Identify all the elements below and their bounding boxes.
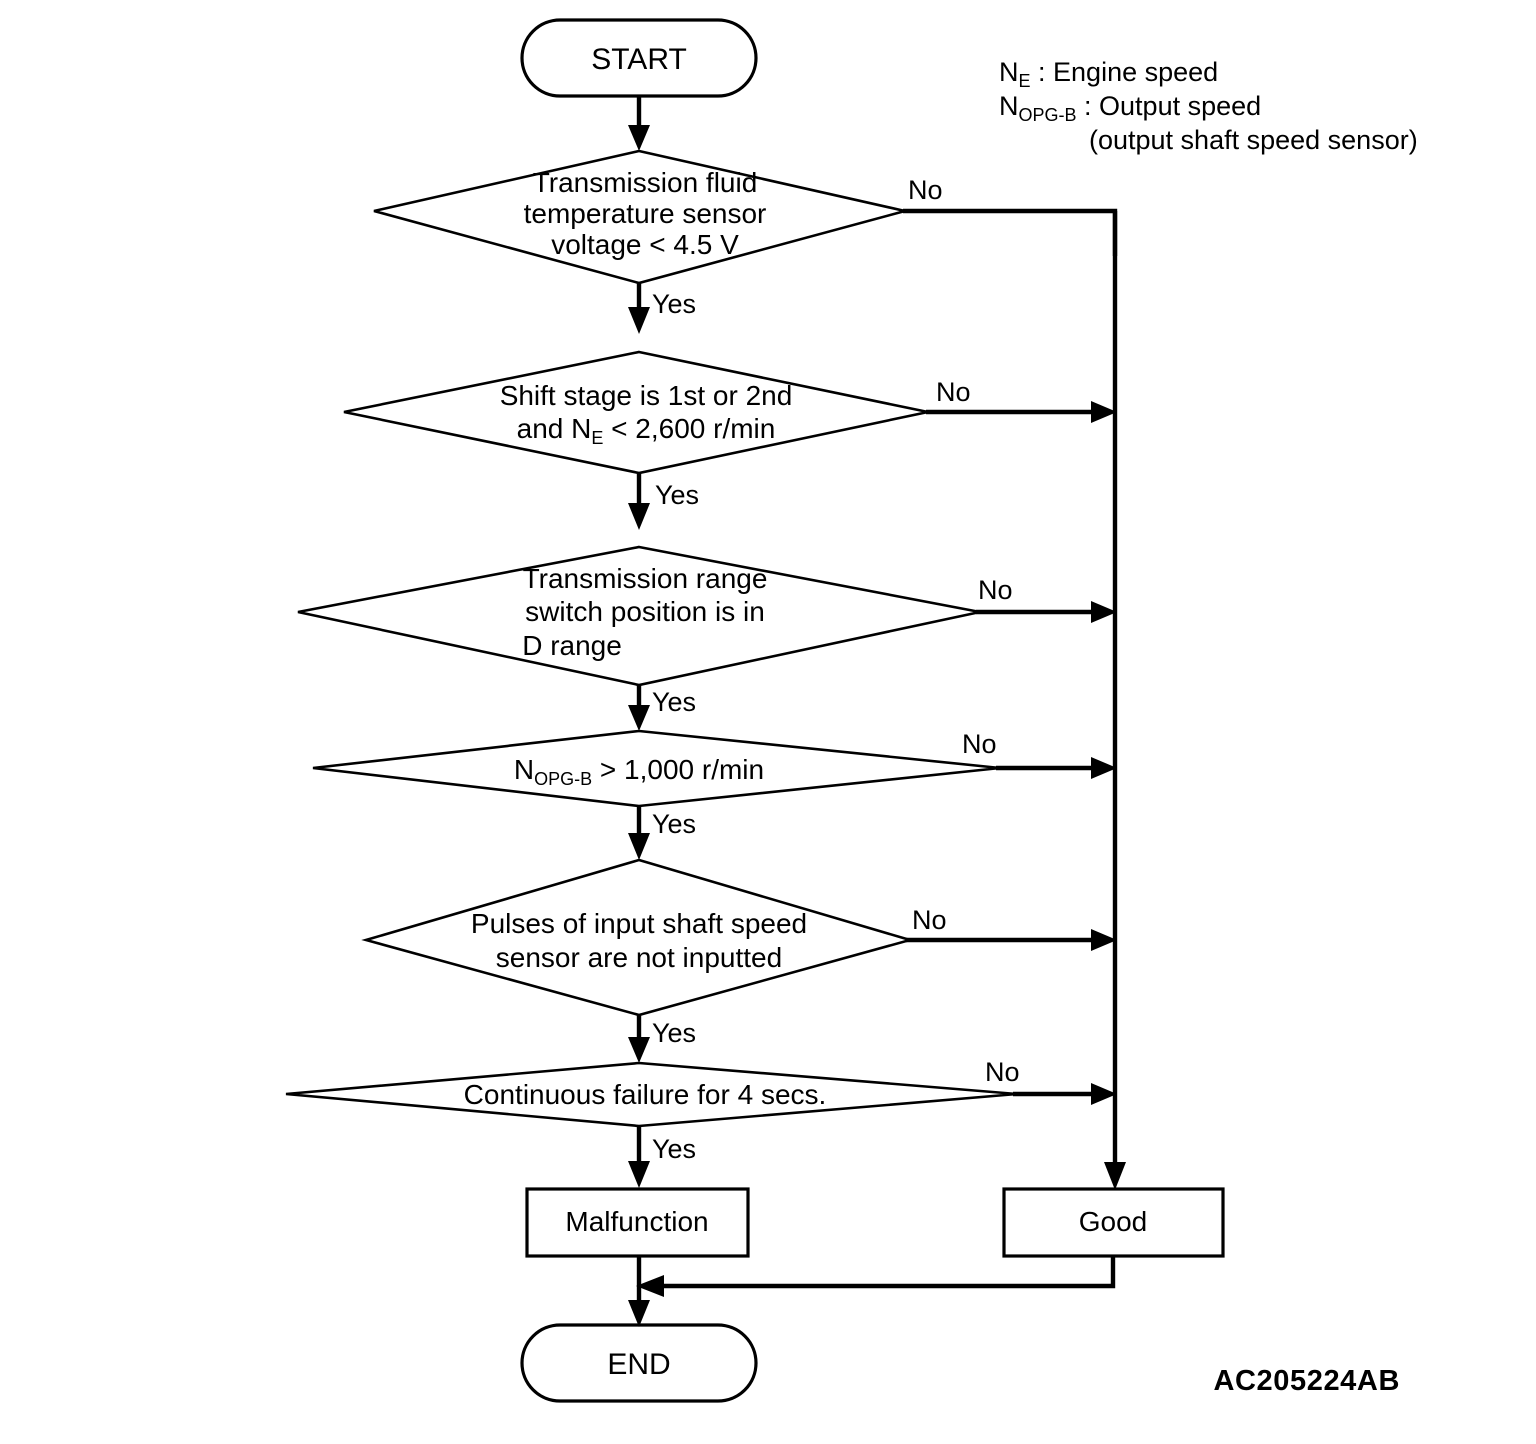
decision-1-line-1: Transmission fluid xyxy=(533,167,758,198)
decision-6-line-1: Continuous failure for 4 secs. xyxy=(464,1079,827,1110)
connector-no-bus-to-good xyxy=(1104,211,1126,1190)
decision-1-line-3: voltage < 4.5 V xyxy=(551,229,739,260)
legend: NE : Engine speed NOPG-B : Output speed … xyxy=(999,57,1418,155)
decision-1-no-label: No xyxy=(908,175,943,205)
decision-3-line-2: switch position is in xyxy=(525,596,765,627)
connector-d6-to-malfunction xyxy=(628,1126,650,1188)
connector-d3-to-d4 xyxy=(628,685,650,731)
node-good-label: Good xyxy=(1079,1206,1148,1237)
connector-malfunction-to-end xyxy=(628,1256,650,1327)
decision-1-yes-label: Yes xyxy=(652,289,696,319)
decision-4-yes-label: Yes xyxy=(652,809,696,839)
node-start[interactable]: START xyxy=(520,18,758,98)
decision-6-no-label: No xyxy=(985,1057,1020,1087)
figure-id: AC205224AB xyxy=(1213,1365,1400,1397)
connector-d3-no xyxy=(976,601,1117,623)
decision-3-yes-label: Yes xyxy=(652,687,696,717)
connector-good-to-end-join xyxy=(636,1256,1116,1297)
decision-5-line-1: Pulses of input shaft speed xyxy=(471,908,807,939)
connector-d1-to-d2 xyxy=(628,283,650,334)
node-start-label: START xyxy=(591,43,687,76)
decision-6-yes-label: Yes xyxy=(652,1134,696,1164)
node-decision-5[interactable]: Pulses of input shaft speed sensor are n… xyxy=(361,858,915,1017)
decision-5-no-label: No xyxy=(912,905,947,935)
connector-start-to-d1 xyxy=(628,96,650,151)
decision-2-line-1: Shift stage is 1st or 2nd xyxy=(500,380,793,411)
node-good[interactable]: Good xyxy=(1002,1187,1225,1258)
node-decision-6[interactable]: Continuous failure for 4 secs. xyxy=(285,1061,1018,1128)
connector-d5-to-d6 xyxy=(628,1015,650,1063)
connector-d4-to-d5 xyxy=(628,806,650,860)
decision-1-line-2: temperature sensor xyxy=(524,198,767,229)
legend-line-1: NE : Engine speed xyxy=(999,57,1218,91)
decision-5-yes-label: Yes xyxy=(652,1018,696,1048)
legend-line-3: (output shaft speed sensor) xyxy=(1089,125,1418,155)
node-malfunction[interactable]: Malfunction xyxy=(525,1187,750,1258)
connector-d4-no xyxy=(996,757,1117,779)
node-decision-3[interactable]: Transmission range switch position is in… xyxy=(297,545,981,687)
decision-5-line-2: sensor are not inputted xyxy=(496,942,782,973)
decision-2-line-2: and NE < 2,600 r/min xyxy=(517,413,776,448)
connector-d2-no xyxy=(926,401,1117,423)
decision-2-no-label: No xyxy=(936,377,971,407)
decision-3-line-1: Transmission range xyxy=(523,563,768,594)
node-decision-1[interactable]: Transmission fluid temperature sensor vo… xyxy=(373,149,906,285)
node-end[interactable]: END xyxy=(520,1323,758,1403)
node-malfunction-label: Malfunction xyxy=(565,1206,708,1237)
node-decision-2[interactable]: Shift stage is 1st or 2nd and NE < 2,600… xyxy=(343,350,929,475)
decision-4-line-1: NOPG-B > 1,000 r/min xyxy=(514,754,764,789)
decision-4-no-label: No xyxy=(962,729,997,759)
connector-d5-no xyxy=(906,929,1117,951)
decision-3-line-3: D range xyxy=(522,630,622,661)
decision-2-yes-label: Yes xyxy=(655,480,699,510)
connector-d1-no xyxy=(903,208,1118,256)
connector-d6-no xyxy=(1013,1083,1117,1105)
legend-line-2: NOPG-B : Output speed xyxy=(999,91,1261,125)
decision-3-no-label: No xyxy=(978,575,1013,605)
node-end-label: END xyxy=(607,1348,670,1381)
node-decision-4[interactable]: NOPG-B > 1,000 r/min xyxy=(312,729,1001,808)
connector-d2-to-d3 xyxy=(628,473,650,530)
